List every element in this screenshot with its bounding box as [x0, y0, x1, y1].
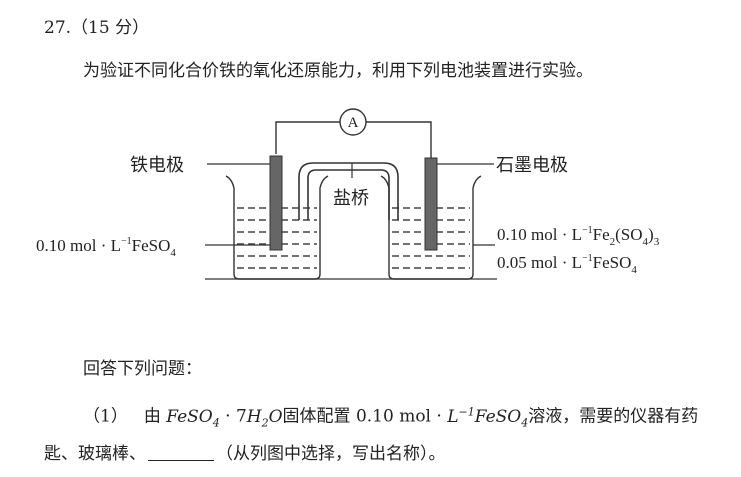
formula-feso4: FeSO4: [166, 406, 220, 430]
question-number: 27.（15 分）: [44, 18, 150, 38]
right-solution-label-2: 0.05 mol · L−1FeSO4: [497, 253, 637, 276]
iron-electrode: [269, 155, 283, 251]
sub-question-1-line2: 匙、玻璃棒、 （从列图中选择，写出名称）。: [44, 444, 446, 464]
question-intro: 为验证不同化合价铁的氧化还原能力，利用下列电池装置进行实验。: [83, 61, 593, 81]
galvanic-cell-diagram: A 铁电极 石墨电极 盐桥 0.10 mol · L−1FeSO4 0.10: [36, 108, 660, 280]
iron-electrode-label: 铁电极: [130, 155, 184, 175]
question-prompt: 回答下列问题：: [83, 359, 202, 379]
graphite-electrode: [424, 157, 438, 251]
sub-question-label: （1）: [83, 406, 128, 427]
ammeter-icon: [339, 108, 367, 136]
q1-line2-b: （从列图中选择，写出名称）。: [216, 444, 446, 464]
q1-text-a: 由: [143, 406, 161, 427]
q1-text-b: 固体配置 0.10 mol ·: [282, 406, 448, 427]
graphite-electrode-label: 石墨电极: [496, 155, 568, 175]
q1-dot: · 7: [219, 406, 247, 427]
ammeter-label: A: [348, 115, 359, 131]
salt-bridge-label: 盐桥: [333, 188, 369, 208]
formula-h2o: H2O: [246, 406, 283, 430]
formula-l-inverse: L−1: [447, 405, 475, 427]
sub-question-1: （1）由 FeSO4 · 7H2O固体配置 0.10 mol · L−1FeSO…: [83, 402, 698, 433]
answer-blank[interactable]: [148, 444, 214, 461]
q1-text-c: 溶液，需要的仪器有药: [528, 406, 699, 427]
formula-feso4-b: FeSO4: [474, 406, 529, 430]
salt-bridge: [298, 162, 399, 220]
left-solution-label: 0.10 mol · L−1FeSO4: [36, 236, 176, 259]
right-solution-label-1: 0.10 mol · L−1Fe2(SO4)3: [497, 225, 660, 248]
q1-line2-a: 匙、玻璃棒、: [44, 444, 146, 464]
